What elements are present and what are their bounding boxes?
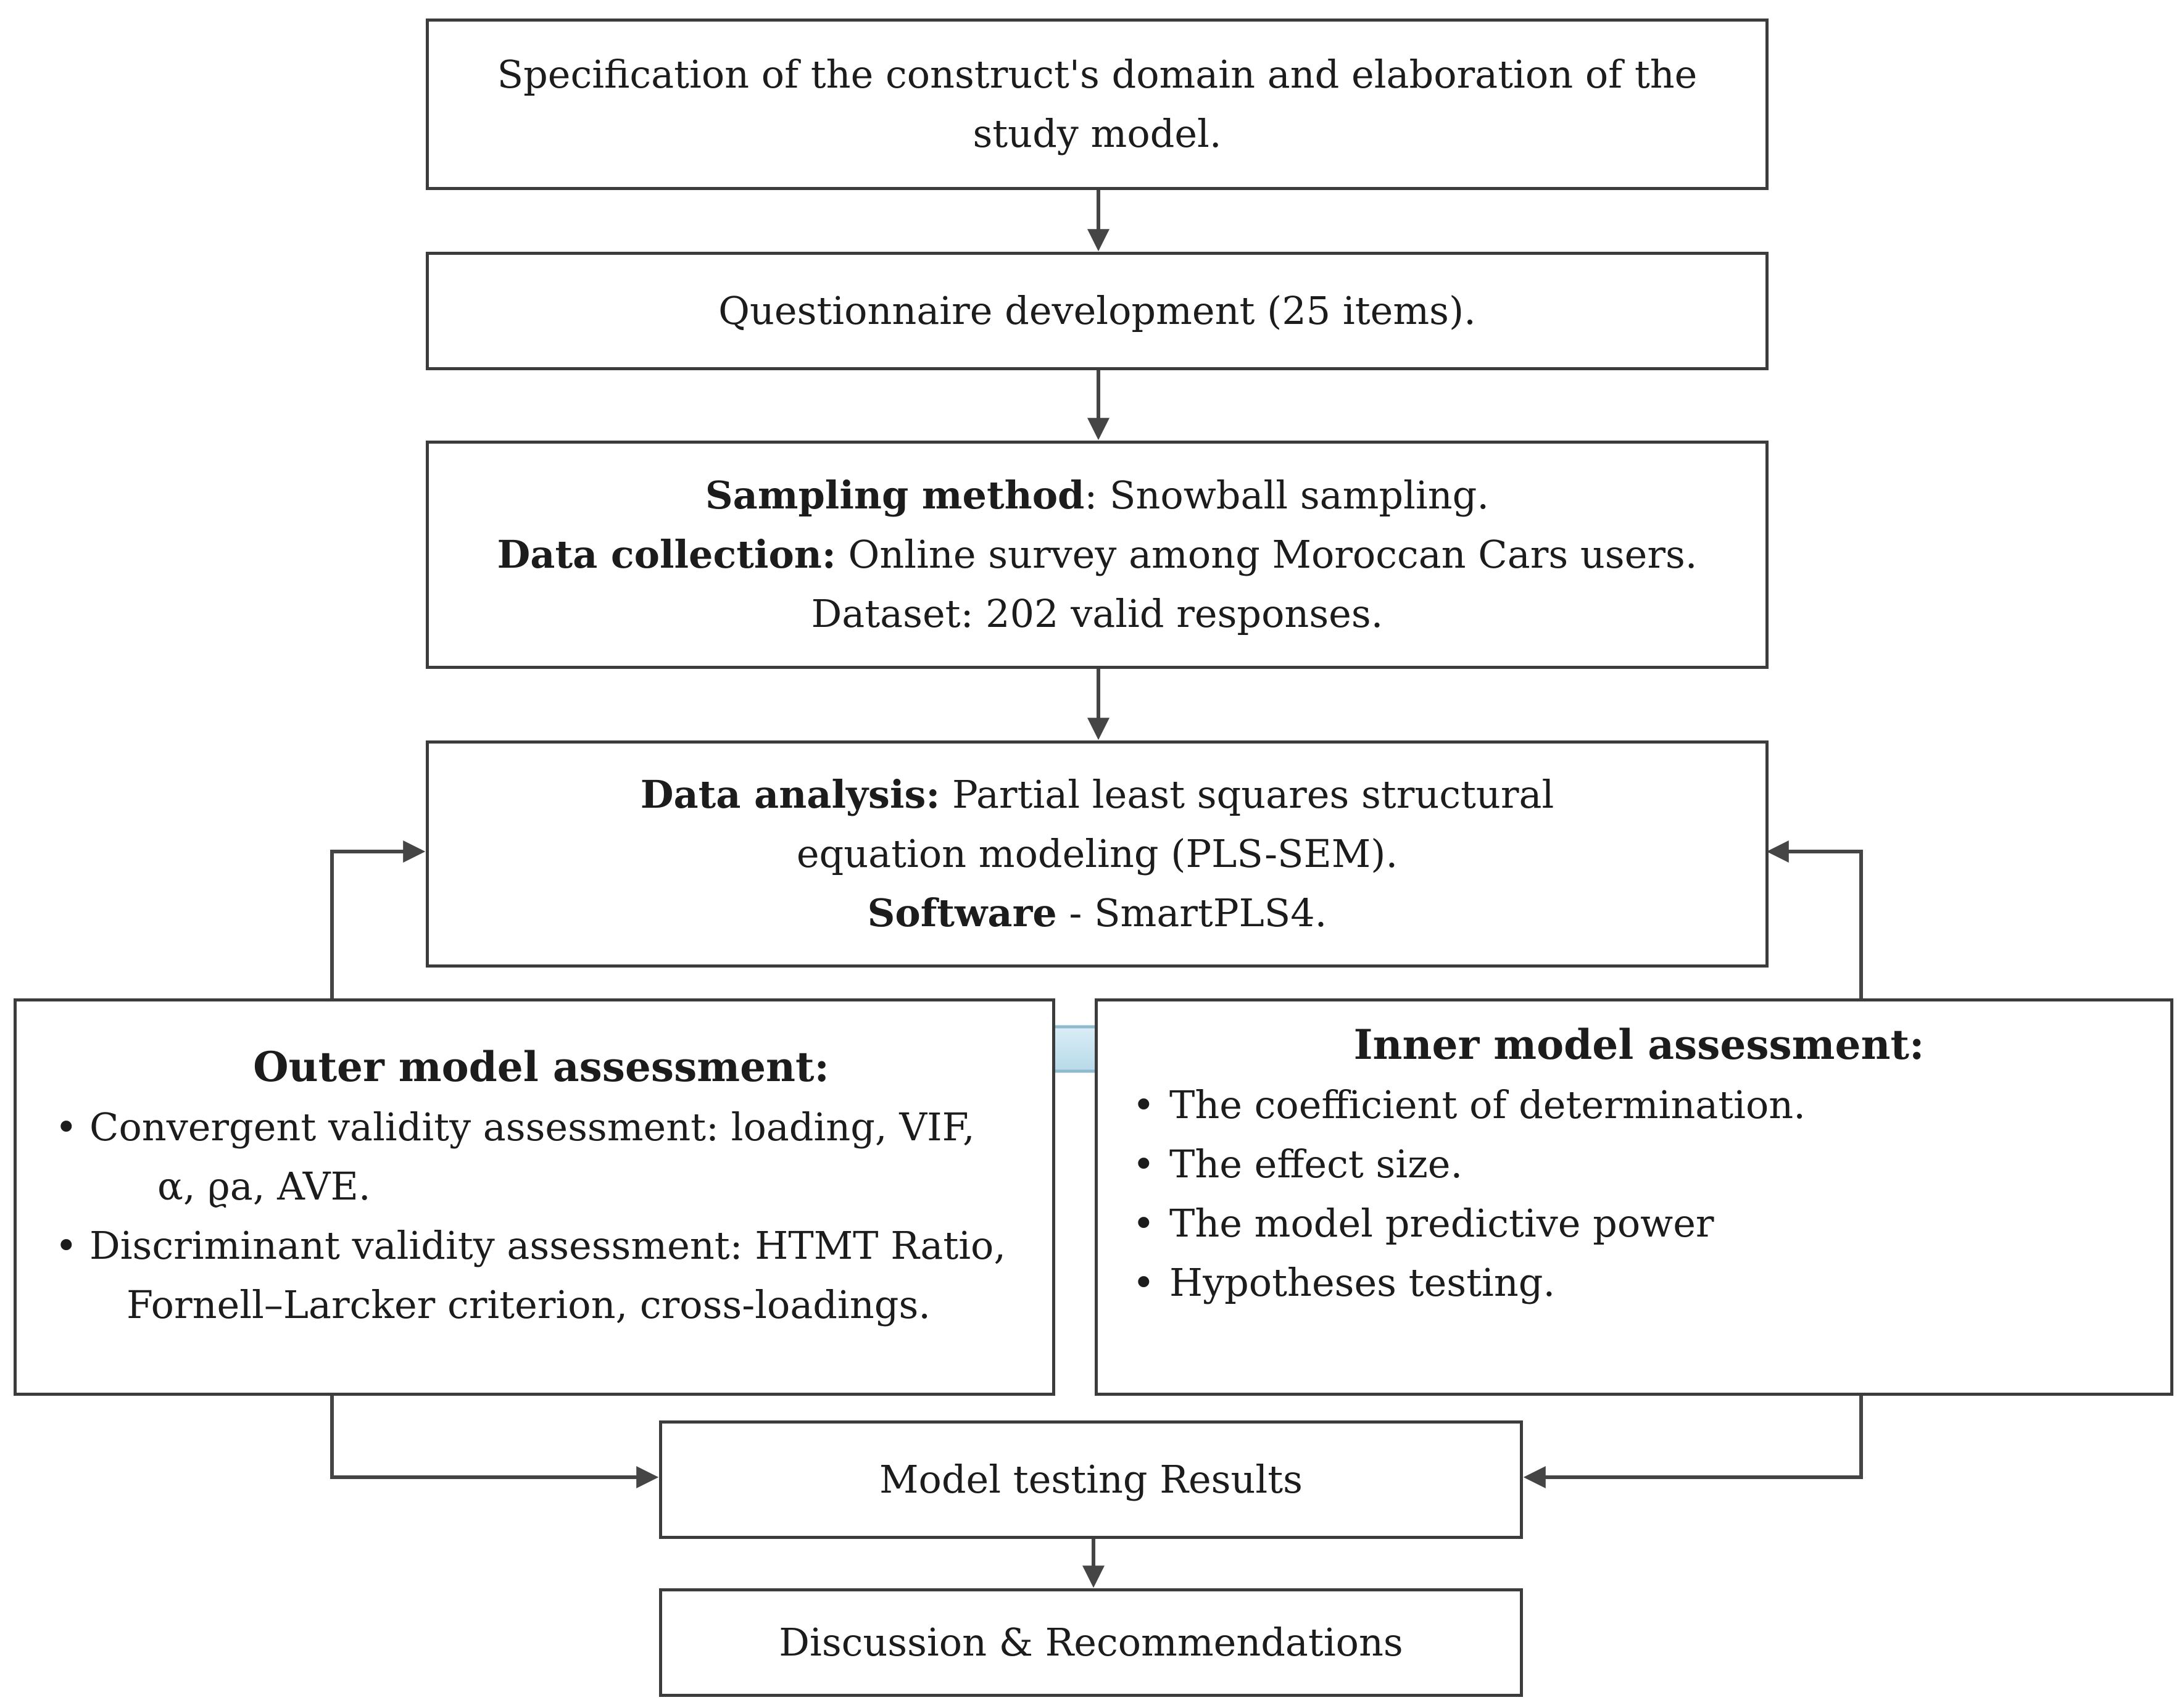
inner-item-determination: • The coefficient of determination. — [1132, 1076, 2146, 1135]
inner-item-effect-size: • The effect size. — [1132, 1135, 2146, 1194]
inner-item-hypotheses: • Hypotheses testing. — [1132, 1253, 2146, 1312]
outer-model-title: Outer model assessment: — [253, 1043, 829, 1091]
arrow-inner-to-results — [1523, 1396, 1863, 1488]
inner-model-list: • The coefficient of determination. • Th… — [1132, 1076, 2146, 1312]
outer-item-discriminant: • Discriminant validity assessment: HTMT… — [55, 1216, 1027, 1335]
outer-item-discriminant-line2: Fornell–Larcker criterion, cross-loading… — [127, 1282, 931, 1327]
inner-item-predictive-power-text: The model predictive power — [1169, 1201, 1714, 1246]
analysis-line: Data analysis: Partial least squares str… — [641, 765, 1554, 824]
results-text: Model testing Results — [879, 1457, 1303, 1502]
sampling-label: Sampling method — [705, 473, 1085, 518]
inner-model-box: Inner model assessment: • The coefficien… — [1095, 998, 2173, 1396]
bullet-icon: • — [1132, 1142, 1155, 1187]
inner-item-effect-size-text: The effect size. — [1169, 1142, 1463, 1187]
bullet-icon: • — [1132, 1260, 1155, 1305]
inner-item-hypotheses-text: Hypotheses testing. — [1169, 1260, 1556, 1305]
outer-item-convergent: • Convergent validity assessment: loadin… — [55, 1098, 1027, 1216]
bullet-icon: • — [55, 1223, 78, 1268]
arrow-outer-to-results — [330, 1396, 659, 1488]
discussion-text: Discussion & Recommendations — [779, 1620, 1403, 1665]
inner-item-predictive-power: • The model predictive power — [1132, 1194, 2146, 1253]
analysis-value: Partial least squares structural — [940, 772, 1554, 817]
discussion-box: Discussion & Recommendations — [659, 1588, 1523, 1697]
bullet-icon: • — [1132, 1082, 1155, 1127]
step-specification-box: Specification of the construct's domain … — [426, 19, 1769, 190]
sampling-value: : Snowball sampling. — [1084, 473, 1490, 518]
outer-item-convergent-line2: α, ϱa, AVE. — [157, 1164, 371, 1209]
outer-item-convergent-line1: Convergent validity assessment: loading,… — [89, 1105, 975, 1150]
collection-label: Data collection: — [497, 532, 836, 577]
analysis-label: Data analysis: — [640, 772, 940, 817]
software-label: Software — [867, 890, 1057, 935]
results-box: Model testing Results — [659, 1420, 1523, 1539]
inner-item-determination-text: The coefficient of determination. — [1169, 1082, 1806, 1127]
collection-line: Data collection: Online survey among Mor… — [497, 525, 1698, 584]
collection-value: Online survey among Moroccan Cars users. — [836, 532, 1698, 577]
analysis-line2: equation modeling (PLS-SEM). — [796, 831, 1398, 876]
software-line: Software - SmartPLS4. — [868, 884, 1327, 943]
outer-item-discriminant-line1: Discriminant validity assessment: HTMT R… — [89, 1223, 1006, 1268]
connector-outer-to-analysis — [330, 840, 426, 998]
inner-model-title: Inner model assessment: — [1353, 1021, 1925, 1069]
outer-model-list: • Convergent validity assessment: loadin… — [55, 1098, 1027, 1335]
step-questionnaire-text: Questionnaire development (25 items). — [718, 288, 1476, 333]
step-specification-line2: study model. — [973, 111, 1222, 156]
step-sampling-box: Sampling method: Snowball sampling. Data… — [426, 441, 1769, 669]
bullet-icon: • — [1132, 1201, 1155, 1246]
dataset-line: Dataset: 202 valid responses. — [811, 591, 1383, 636]
step-questionnaire-box: Questionnaire development (25 items). — [426, 252, 1769, 370]
software-value: - SmartPLS4. — [1056, 890, 1327, 935]
connector-inner-to-analysis — [1766, 840, 1863, 998]
step-specification-line1: Specification of the construct's domain … — [497, 52, 1698, 97]
sampling-line: Sampling method: Snowball sampling. — [705, 466, 1489, 525]
bullet-icon: • — [55, 1105, 78, 1150]
step-analysis-box: Data analysis: Partial least squares str… — [426, 740, 1769, 968]
outer-model-box: Outer model assessment: • Convergent val… — [14, 998, 1055, 1396]
